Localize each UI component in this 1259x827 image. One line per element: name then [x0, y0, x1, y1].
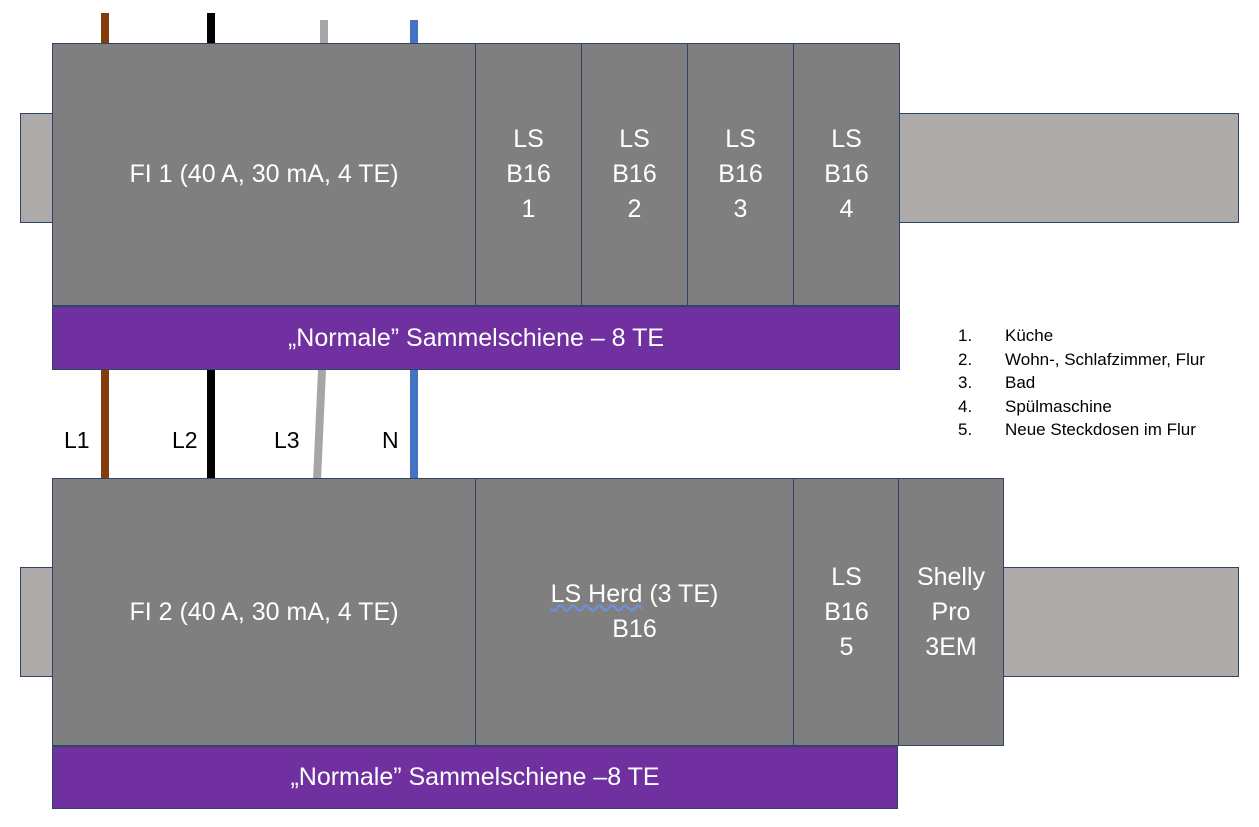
wire-l1-top: [101, 13, 109, 44]
wire-label-l2: L2: [172, 427, 198, 453]
shelly-line-3: 3EM: [925, 632, 977, 661]
legend-text: Neue Steckdosen im Flur: [1005, 420, 1196, 439]
breaker-5-number: 5: [839, 632, 854, 661]
wire-label-l3: L3: [274, 427, 300, 453]
ls-herd-rating: B16: [612, 615, 657, 643]
breaker-5-type: LS: [831, 562, 862, 591]
legend-item: 4. Spülmaschine: [958, 395, 1205, 419]
legend-item: 1. Küche: [958, 324, 1205, 348]
legend-text: Bad: [1005, 373, 1036, 392]
busbar-1: „Normale” Sammelschiene – 8 TE: [52, 306, 900, 370]
wire-l3: [313, 370, 326, 480]
wire-l2-top: [207, 13, 215, 44]
legend-item: 2. Wohn-, Schlafzimmer, Flur: [958, 348, 1205, 372]
legend-number: 5.: [958, 420, 973, 439]
din-rail-2-right: [1000, 567, 1239, 677]
busbar-2: „Normale” Sammelschiene –8 TE: [52, 746, 898, 809]
legend-item: 3. Bad: [958, 371, 1205, 395]
busbar-2-label: „Normale” Sammelschiene –8 TE: [290, 763, 660, 791]
fi-2-label: FI 2 (40 A, 30 mA, 4 TE): [129, 597, 399, 626]
breaker-1-rating: B16: [506, 160, 551, 188]
breaker-2: LS B16 2: [581, 43, 688, 306]
fi-2-module: FI 2 (40 A, 30 mA, 4 TE): [52, 478, 476, 746]
breaker-5: LS B16 5: [793, 478, 900, 746]
breaker-2-rating: B16: [612, 160, 657, 188]
legend-text: Wohn-, Schlafzimmer, Flur: [1005, 349, 1205, 369]
wire-l2: [207, 370, 215, 479]
wire-label-l1: L1: [64, 427, 90, 453]
wire-l3-top: [320, 20, 328, 44]
din-rail-1-left: [20, 113, 56, 223]
breaker-1-number: 1: [521, 195, 536, 223]
breaker-4-number: 4: [839, 195, 854, 223]
wire-n: [410, 370, 418, 479]
busbar-1-label: „Normale” Sammelschiene – 8 TE: [287, 323, 665, 352]
legend-item: 5. Neue Steckdosen im Flur: [958, 418, 1205, 442]
breaker-3-number: 3: [733, 195, 748, 223]
legend-number: 1.: [958, 326, 973, 345]
breaker-3-rating: B16: [718, 160, 763, 188]
ls-herd-title: LS Herd (3 TE): [551, 577, 719, 612]
shelly-line-2: Pro: [931, 597, 971, 626]
shelly-line-1: Shelly: [916, 562, 986, 591]
wire-l1: [101, 370, 109, 479]
breaker-4-type: LS: [831, 125, 862, 153]
legend-number: 2.: [958, 349, 973, 369]
breaker-2-type: LS: [619, 125, 650, 153]
breaker-3-type: LS: [725, 125, 756, 153]
din-rail-2-left: [20, 567, 56, 677]
breaker-1: LS B16 1: [475, 43, 582, 306]
breaker-2-number: 2: [627, 195, 642, 223]
legend-number: 3.: [958, 373, 973, 392]
breaker-1-type: LS: [513, 125, 544, 153]
legend-number: 4.: [958, 396, 973, 416]
shelly-pro-3em-module: Shelly Pro 3EM: [898, 478, 1004, 746]
breaker-4-rating: B16: [824, 160, 869, 188]
fi-1-module: FI 1 (40 A, 30 mA, 4 TE): [52, 43, 476, 306]
wire-n-top: [410, 20, 418, 44]
wire-label-n: N: [382, 427, 399, 453]
fi-1-label: FI 1 (40 A, 30 mA, 4 TE): [129, 160, 399, 188]
breaker-4: LS B16 4: [793, 43, 900, 306]
ls-herd-size: (3 TE): [642, 580, 719, 608]
breaker-3: LS B16 3: [687, 43, 794, 306]
ls-herd-module: LS Herd (3 TE) B16: [475, 478, 794, 746]
legend-text: Küche: [1005, 326, 1054, 345]
legend-text: Spülmaschine: [1005, 396, 1112, 416]
circuit-legend: 1. Küche 2. Wohn-, Schlafzimmer, Flur 3. Ba…: [958, 324, 1205, 442]
din-rail-1-right: [896, 113, 1239, 223]
breaker-5-rating: B16: [824, 597, 869, 626]
ls-herd-name: LS Herd: [550, 580, 643, 608]
